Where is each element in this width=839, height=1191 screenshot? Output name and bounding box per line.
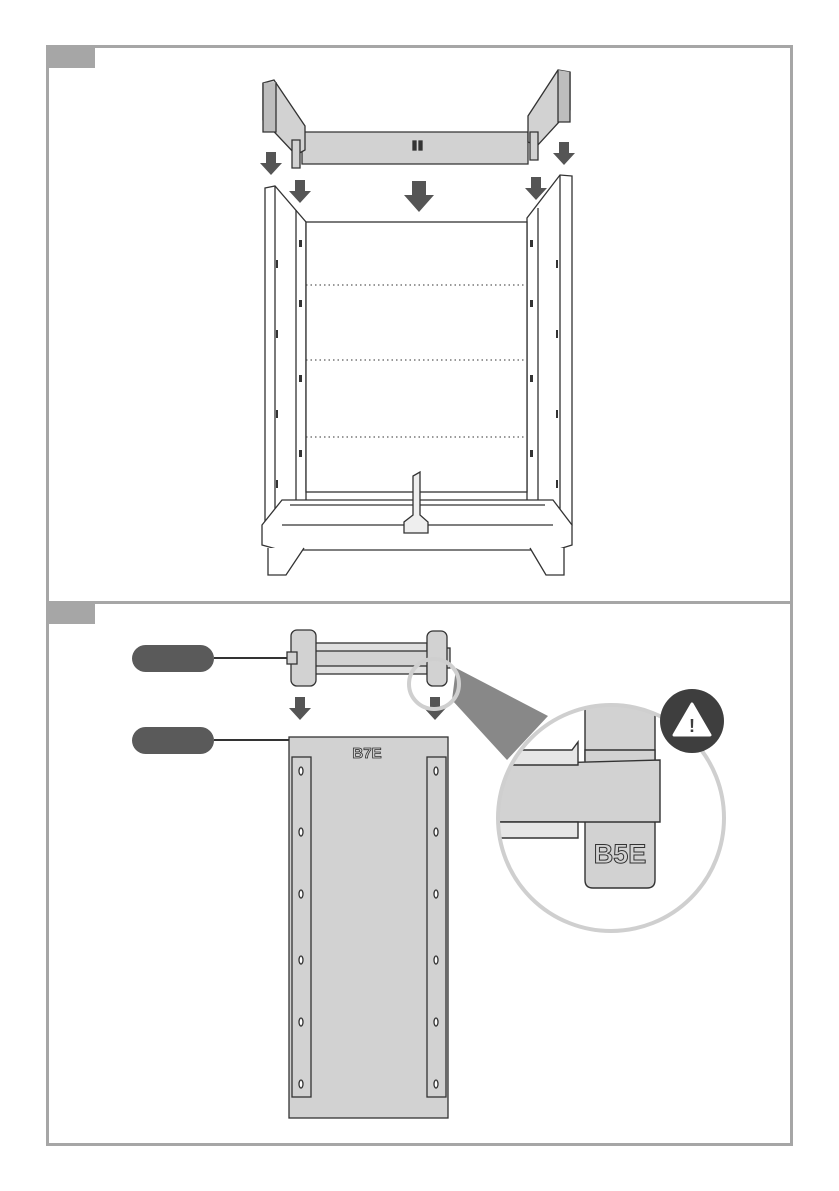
- callout-2: [132, 727, 290, 754]
- detail-code-label: B5E: [594, 839, 647, 869]
- warning-symbol: !: [689, 716, 695, 736]
- side-panel-part: [289, 737, 448, 1118]
- down-arrow-icons-step2: [289, 697, 446, 720]
- panel-code-label: B7E: [352, 745, 381, 762]
- callout-1: [132, 645, 290, 672]
- crossbar-part: [287, 630, 450, 686]
- cabinet-frame: [262, 175, 572, 575]
- top-rail-assembly: [263, 70, 570, 168]
- warning-icon: !: [660, 689, 724, 753]
